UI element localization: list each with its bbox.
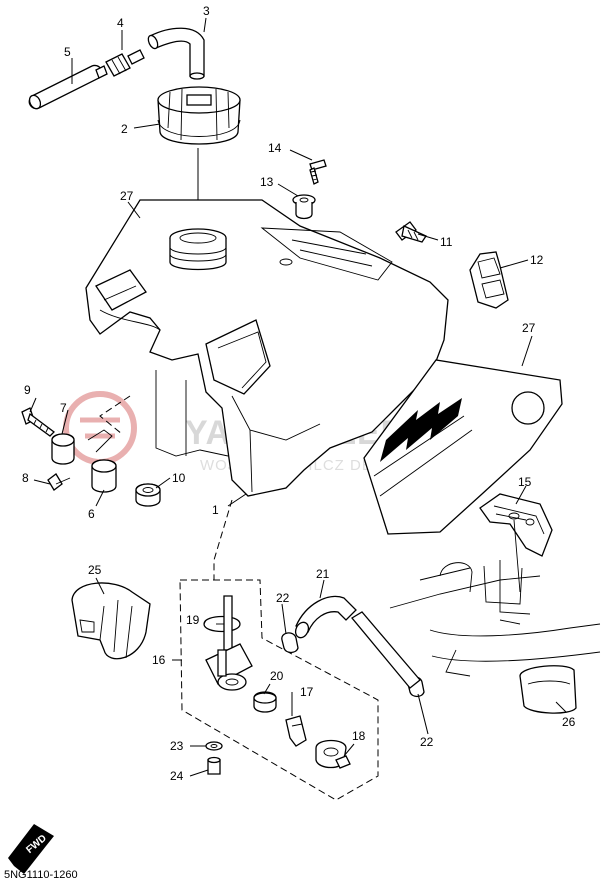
- callout-21: 21: [316, 567, 330, 581]
- callout-22: 22: [276, 591, 290, 605]
- callout-26: 26: [562, 715, 576, 729]
- callout-17: 17: [300, 685, 314, 699]
- callout-20: 20: [270, 669, 284, 683]
- watermark-logo-icon: [63, 391, 137, 465]
- callout-18: 18: [352, 729, 366, 743]
- leader-lines: [29, 17, 567, 777]
- part-5-breather-hose: [28, 64, 103, 110]
- callout-10: 10: [172, 471, 186, 485]
- part-25-heat-protector: [71, 582, 151, 660]
- fwd-arrow-icon: FWD: [8, 824, 54, 874]
- part-4-check-valve: [95, 49, 145, 79]
- part-15-holder: [479, 493, 553, 557]
- callout-9: 9: [24, 383, 31, 397]
- callout-7: 7: [60, 401, 67, 415]
- diagram-code: 5NG1110-1260: [4, 869, 78, 881]
- part-26-band: [389, 519, 601, 714]
- part-13-grommet: [292, 194, 316, 220]
- part-1-fuel-tank: [85, 199, 449, 497]
- callout-22b: 22: [420, 735, 434, 749]
- callout-2: 2: [121, 122, 128, 136]
- callout-11: 11: [440, 235, 453, 249]
- callout-labels: 3 4 5 2 27 14 13 11 12 27 9 7 8 6 10 1 1…: [22, 4, 576, 783]
- part-2-fuel-cap: [157, 86, 241, 145]
- callout-15: 15: [518, 475, 532, 489]
- callout-23: 23: [170, 739, 184, 753]
- callout-25: 25: [88, 563, 102, 577]
- callout-5: 5: [64, 45, 71, 59]
- callout-3: 3: [203, 4, 210, 18]
- parts-tank-mount: [21, 395, 161, 507]
- callout-14: 14: [268, 141, 282, 155]
- part-12-damper: [469, 251, 509, 309]
- callout-4: 4: [117, 16, 124, 30]
- callout-27b: 27: [522, 321, 536, 335]
- part-11-bolt: [395, 221, 427, 243]
- callout-27: 27: [120, 189, 134, 203]
- callout-8: 8: [22, 471, 29, 485]
- callout-6: 6: [88, 507, 95, 521]
- callout-16: 16: [152, 653, 166, 667]
- callout-24: 24: [170, 769, 184, 783]
- part-16-fuel-cock-assembly: [179, 579, 379, 801]
- callout-12: 12: [530, 253, 544, 267]
- callout-1: 1: [212, 503, 219, 517]
- part-3-breather-pipe: [147, 27, 205, 80]
- callout-19: 19: [186, 613, 200, 627]
- part-27-tank-emblem: [363, 359, 563, 535]
- part-21-fuel-hose: [294, 595, 421, 689]
- callout-13: 13: [260, 175, 274, 189]
- part-14-screw: [309, 159, 327, 185]
